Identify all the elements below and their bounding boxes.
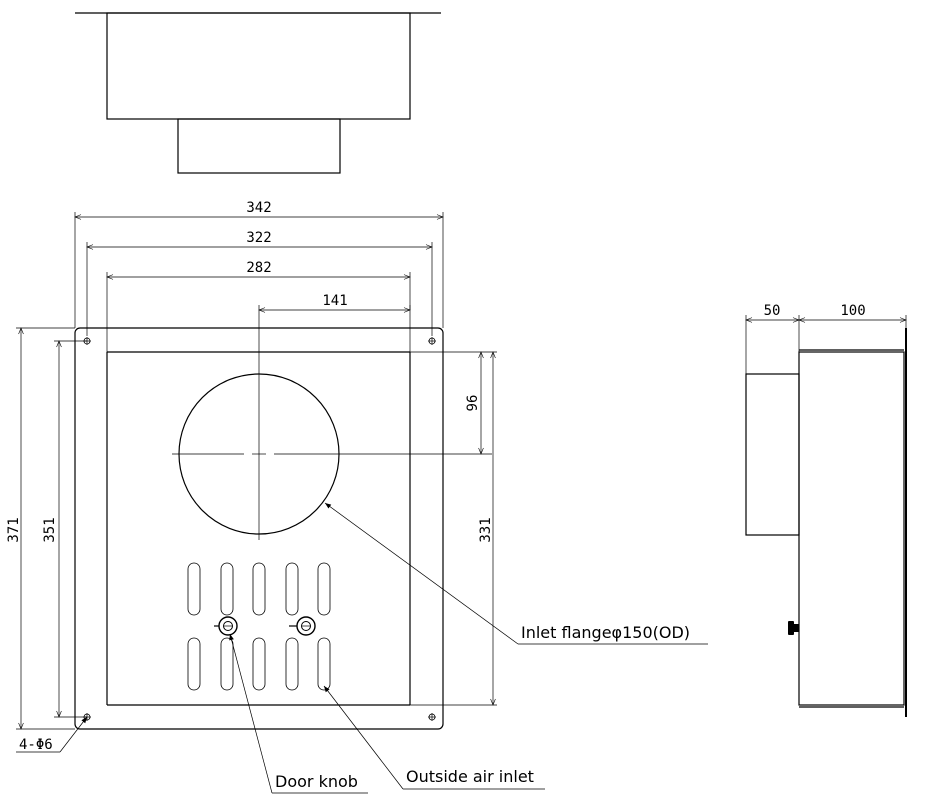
louver-slot — [252, 637, 266, 691]
louver-slot — [285, 637, 299, 691]
mounting-hole — [428, 713, 436, 721]
door-knob — [289, 616, 316, 636]
outside-air-inlet-label: Outside air inlet — [406, 767, 534, 786]
side-body — [798, 351, 905, 706]
dim-96: 96 — [465, 395, 481, 412]
dim-351: 351 — [42, 517, 58, 542]
side-inlet-duct — [745, 373, 800, 536]
inlet-flange-label: Inlet flangeφ150(OD) — [521, 623, 690, 642]
top-view — [75, 12, 441, 174]
mounting-holes — [83, 337, 436, 721]
louver-slot — [252, 562, 266, 616]
dim-282: 282 — [246, 260, 271, 276]
louver-slots — [187, 562, 331, 691]
louver-slot — [220, 562, 234, 616]
dim-50: 50 — [764, 303, 781, 319]
dim-100: 100 — [840, 303, 865, 319]
holes-label: 4-Φ6 — [19, 737, 53, 753]
holes-leader — [59, 716, 88, 753]
dim-141: 141 — [322, 293, 347, 309]
side-view: 50 100 — [745, 303, 907, 717]
side-door-knob — [788, 621, 799, 635]
louver-slot — [220, 637, 234, 691]
inlet-leader — [324, 502, 519, 645]
door-knob-label: Door knob — [275, 772, 358, 791]
top-view-body — [106, 12, 411, 120]
callouts: Inlet flangeφ150(OD) Door knob Outside a… — [229, 502, 708, 794]
louver-slot — [187, 637, 201, 691]
top-view-inlet-duct — [177, 118, 341, 174]
mounting-hole — [428, 337, 436, 345]
dim-331: 331 — [478, 517, 494, 542]
louver-slot — [317, 562, 331, 616]
door-knob — [214, 616, 238, 636]
dim-342: 342 — [246, 200, 271, 216]
louver-slot — [285, 562, 299, 616]
dim-371: 371 — [6, 517, 22, 542]
door-knob-leader — [229, 633, 273, 794]
louver-slot — [187, 562, 201, 616]
front-view — [74, 310, 492, 730]
louver-slot — [317, 637, 331, 691]
front-dimensions: 342 322 282 141 371 351 331 96 4-Φ6 — [6, 200, 497, 753]
dim-322: 322 — [246, 230, 271, 246]
air-inlet-leader — [323, 685, 404, 790]
